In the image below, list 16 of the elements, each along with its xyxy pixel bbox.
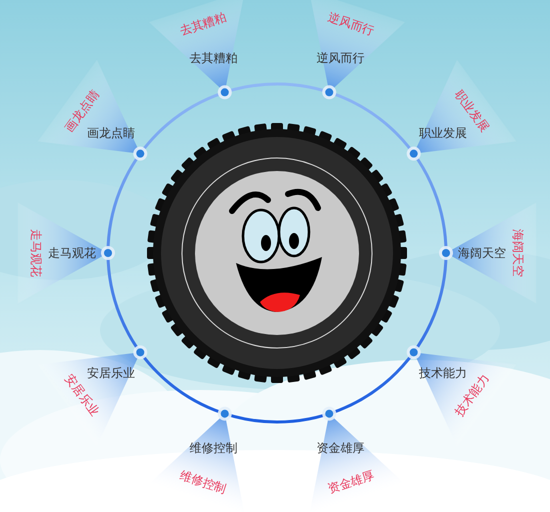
outer-label: 维修控制 [178,469,228,496]
outer-label: 资金雄厚 [326,469,376,496]
spoke-label: 海阔天空 [458,247,506,259]
spoke-label: 逆风而行 [316,52,364,64]
spoke-label: 维修控制 [190,442,238,454]
spoke-label: 画龙点睛 [87,126,136,138]
spoke-label: 职业发展 [418,126,467,138]
spoke-label: 安居乐业 [87,367,136,380]
outer-label: 去其糟粕 [178,10,228,37]
spoke-label: 技术能力 [418,367,467,380]
spoke-label: 资金雄厚 [316,442,364,454]
outer-label: 海阔天空 [512,229,524,277]
spoke-label: 去其糟粕 [190,52,238,64]
outer-label: 走马观花 [30,229,42,277]
spoke-label: 走马观花 [48,247,96,259]
outer-label: 逆风而行 [326,10,376,37]
